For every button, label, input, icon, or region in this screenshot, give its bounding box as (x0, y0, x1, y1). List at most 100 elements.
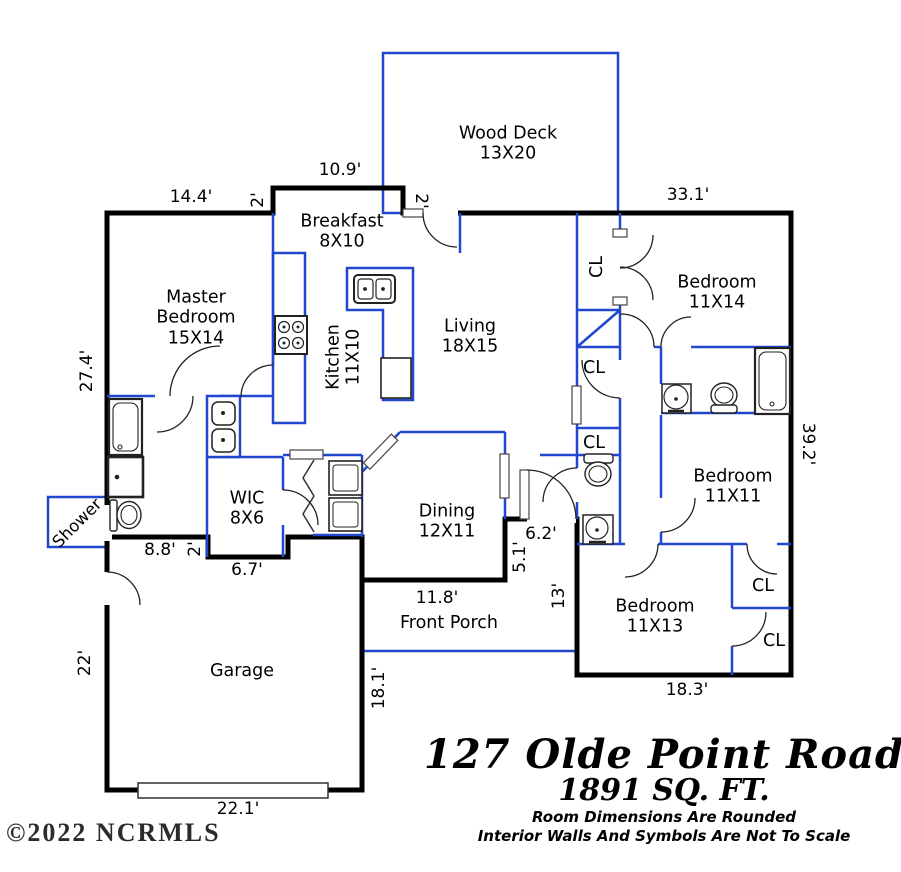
text-line: 8X6 (229, 509, 265, 529)
text-line: 2' (185, 541, 206, 557)
text-line: 2' (410, 193, 431, 209)
dim-step-right: 2' (410, 193, 431, 209)
text-line: Bedroom (615, 596, 695, 617)
dim-left-wall: 27.4' (77, 349, 98, 393)
bifold-jamb-top (612, 228, 628, 238)
front-door-arc (526, 469, 577, 520)
closet-lower-door-arc (731, 611, 767, 647)
garage-door (137, 782, 329, 799)
closet-label-hall-2: CL (583, 433, 605, 453)
master-toilet-icon (109, 499, 142, 532)
text-line: 2' (248, 192, 269, 208)
master-door-arc (169, 345, 221, 397)
dining-angled-window (362, 433, 399, 471)
hall-bath-tub-icon (753, 346, 792, 416)
dim-wic-bottom: 6.7' (231, 560, 263, 581)
text-line: 33.1' (666, 185, 710, 206)
dim-right-wall: 39.2' (797, 423, 818, 466)
text-line: 11X11 (704, 487, 762, 507)
note-dimensions: Room Dimensions Are Rounded (531, 807, 797, 826)
bifold-door-arc-top (619, 234, 654, 269)
dim-top-left: 14.4' (169, 187, 213, 208)
pass-through-window (289, 449, 324, 460)
text-line: 8.8' (144, 540, 176, 561)
garage-service-door-arc (106, 571, 141, 606)
hall-bath-door-arc (660, 316, 692, 348)
text-line: 12X11 (418, 522, 476, 542)
dim-entry-side: 5.1' (510, 541, 531, 573)
text-line: 13X20 (479, 144, 537, 164)
text-line: Bedroom (693, 466, 773, 487)
text-line: CL (586, 256, 607, 278)
text-line: 18.3' (665, 680, 709, 701)
closet-label-bedroom-11x13-upper: CL (752, 576, 774, 596)
hall-bath-sink-icon (661, 383, 692, 414)
stove-icon (274, 315, 308, 355)
master-sink-icon (106, 455, 145, 499)
master-tub-icon (107, 397, 144, 457)
text-line: CL (583, 432, 605, 453)
text-line: CL (763, 630, 785, 651)
text-line: 22.1' (216, 799, 260, 820)
text-line: 18X15 (441, 337, 499, 357)
bedroom-11x14-door-arc (619, 313, 655, 348)
text-line: 22' (75, 649, 96, 677)
text-line: 14.4' (169, 187, 213, 208)
dim-wic-step: 2' (185, 541, 206, 557)
text-line: Garage (209, 660, 275, 681)
half-bath-sink-icon (582, 514, 614, 545)
double-sink-icons (211, 401, 236, 453)
windows-and-leaves (289, 208, 628, 520)
pantry-door-leaf (571, 385, 582, 425)
bedroom-11x11-door-arc (660, 497, 696, 533)
bedroom-11x13-door-arc (624, 543, 659, 578)
bifold-jamb-bottom (612, 296, 628, 306)
dim-garage-bottom: 22.1' (216, 799, 260, 820)
front-door-leaf (519, 469, 530, 520)
text-line: Wood Deck (458, 123, 558, 144)
deck-door-leaf (402, 208, 424, 218)
kitchen-hall-door-arc (240, 364, 274, 398)
room-label-front-porch: Front Porch (400, 613, 498, 633)
text-line: 11X13 (626, 617, 684, 637)
text-line: WIC (229, 488, 265, 509)
text-line: Living (443, 316, 497, 337)
text-line: Bedroom (156, 307, 236, 328)
dim-garage-left: 22' (75, 649, 96, 677)
exterior-door-gaps (103, 209, 576, 605)
text-line: Bedroom (677, 272, 757, 293)
closet-label-bedroom-11x14: CL (587, 256, 607, 278)
dim-garage-right: 18.1' (369, 666, 390, 710)
text-line: 27.4' (77, 349, 98, 393)
text-line: 18.1' (369, 666, 390, 710)
dim-breakfast: 10.9' (319, 160, 362, 181)
text-line: CL (583, 357, 605, 378)
closet-label-hall-1: CL (583, 358, 605, 378)
deck-door-arc (422, 212, 458, 248)
text-line: 6.2' (525, 524, 557, 545)
pantry-door-arc (581, 359, 621, 399)
text-line: Kitchen (323, 324, 344, 390)
dim-bedroom13-bottom: 18.3' (665, 680, 709, 701)
refrigerator-icon (380, 357, 412, 399)
text-line: 13' (549, 582, 570, 610)
text-line: 11X14 (688, 293, 746, 313)
door-swing-arcs (106, 212, 778, 647)
bifold-door-arc-bottom (619, 266, 654, 301)
text-line: 11.8' (415, 588, 459, 609)
address-title: 127 Olde Point Road (424, 731, 901, 778)
washer-dryer-icons (328, 460, 363, 532)
dim-bedroom13-left: 13' (549, 582, 570, 610)
text-line: Front Porch (400, 612, 498, 633)
hall-bath-toilet-icon (710, 382, 738, 414)
closet-label-bedroom-11x13-lower: CL (763, 631, 785, 651)
dim-entry: 6.2' (525, 524, 557, 545)
